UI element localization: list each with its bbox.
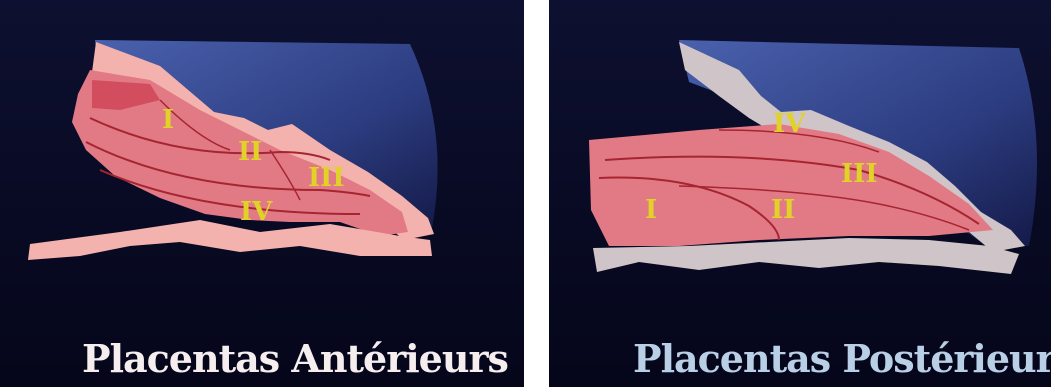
- anterior-placenta-panel: I II III IV Placentas Antérieurs: [0, 0, 524, 387]
- zone-label-i: I: [162, 105, 174, 135]
- zone-label-iii: III: [308, 163, 345, 193]
- zone-label-ii: II: [771, 195, 795, 225]
- posterior-caption: Placentas Postérieurs: [549, 336, 1051, 381]
- zone-label-iv: IV: [773, 109, 806, 139]
- zone-label-i: I: [645, 195, 657, 225]
- anterior-placenta-diagram: I II III IV: [0, 0, 524, 387]
- anterior-caption: Placentas Antérieurs: [0, 336, 524, 381]
- zone-label-ii: II: [238, 137, 262, 167]
- zone-label-iii: III: [841, 159, 878, 189]
- posterior-placenta-diagram: I II III IV: [549, 0, 1051, 387]
- posterior-placenta-panel: I II III IV Placentas Postérieurs: [549, 0, 1051, 387]
- zone-label-iv: IV: [240, 197, 273, 227]
